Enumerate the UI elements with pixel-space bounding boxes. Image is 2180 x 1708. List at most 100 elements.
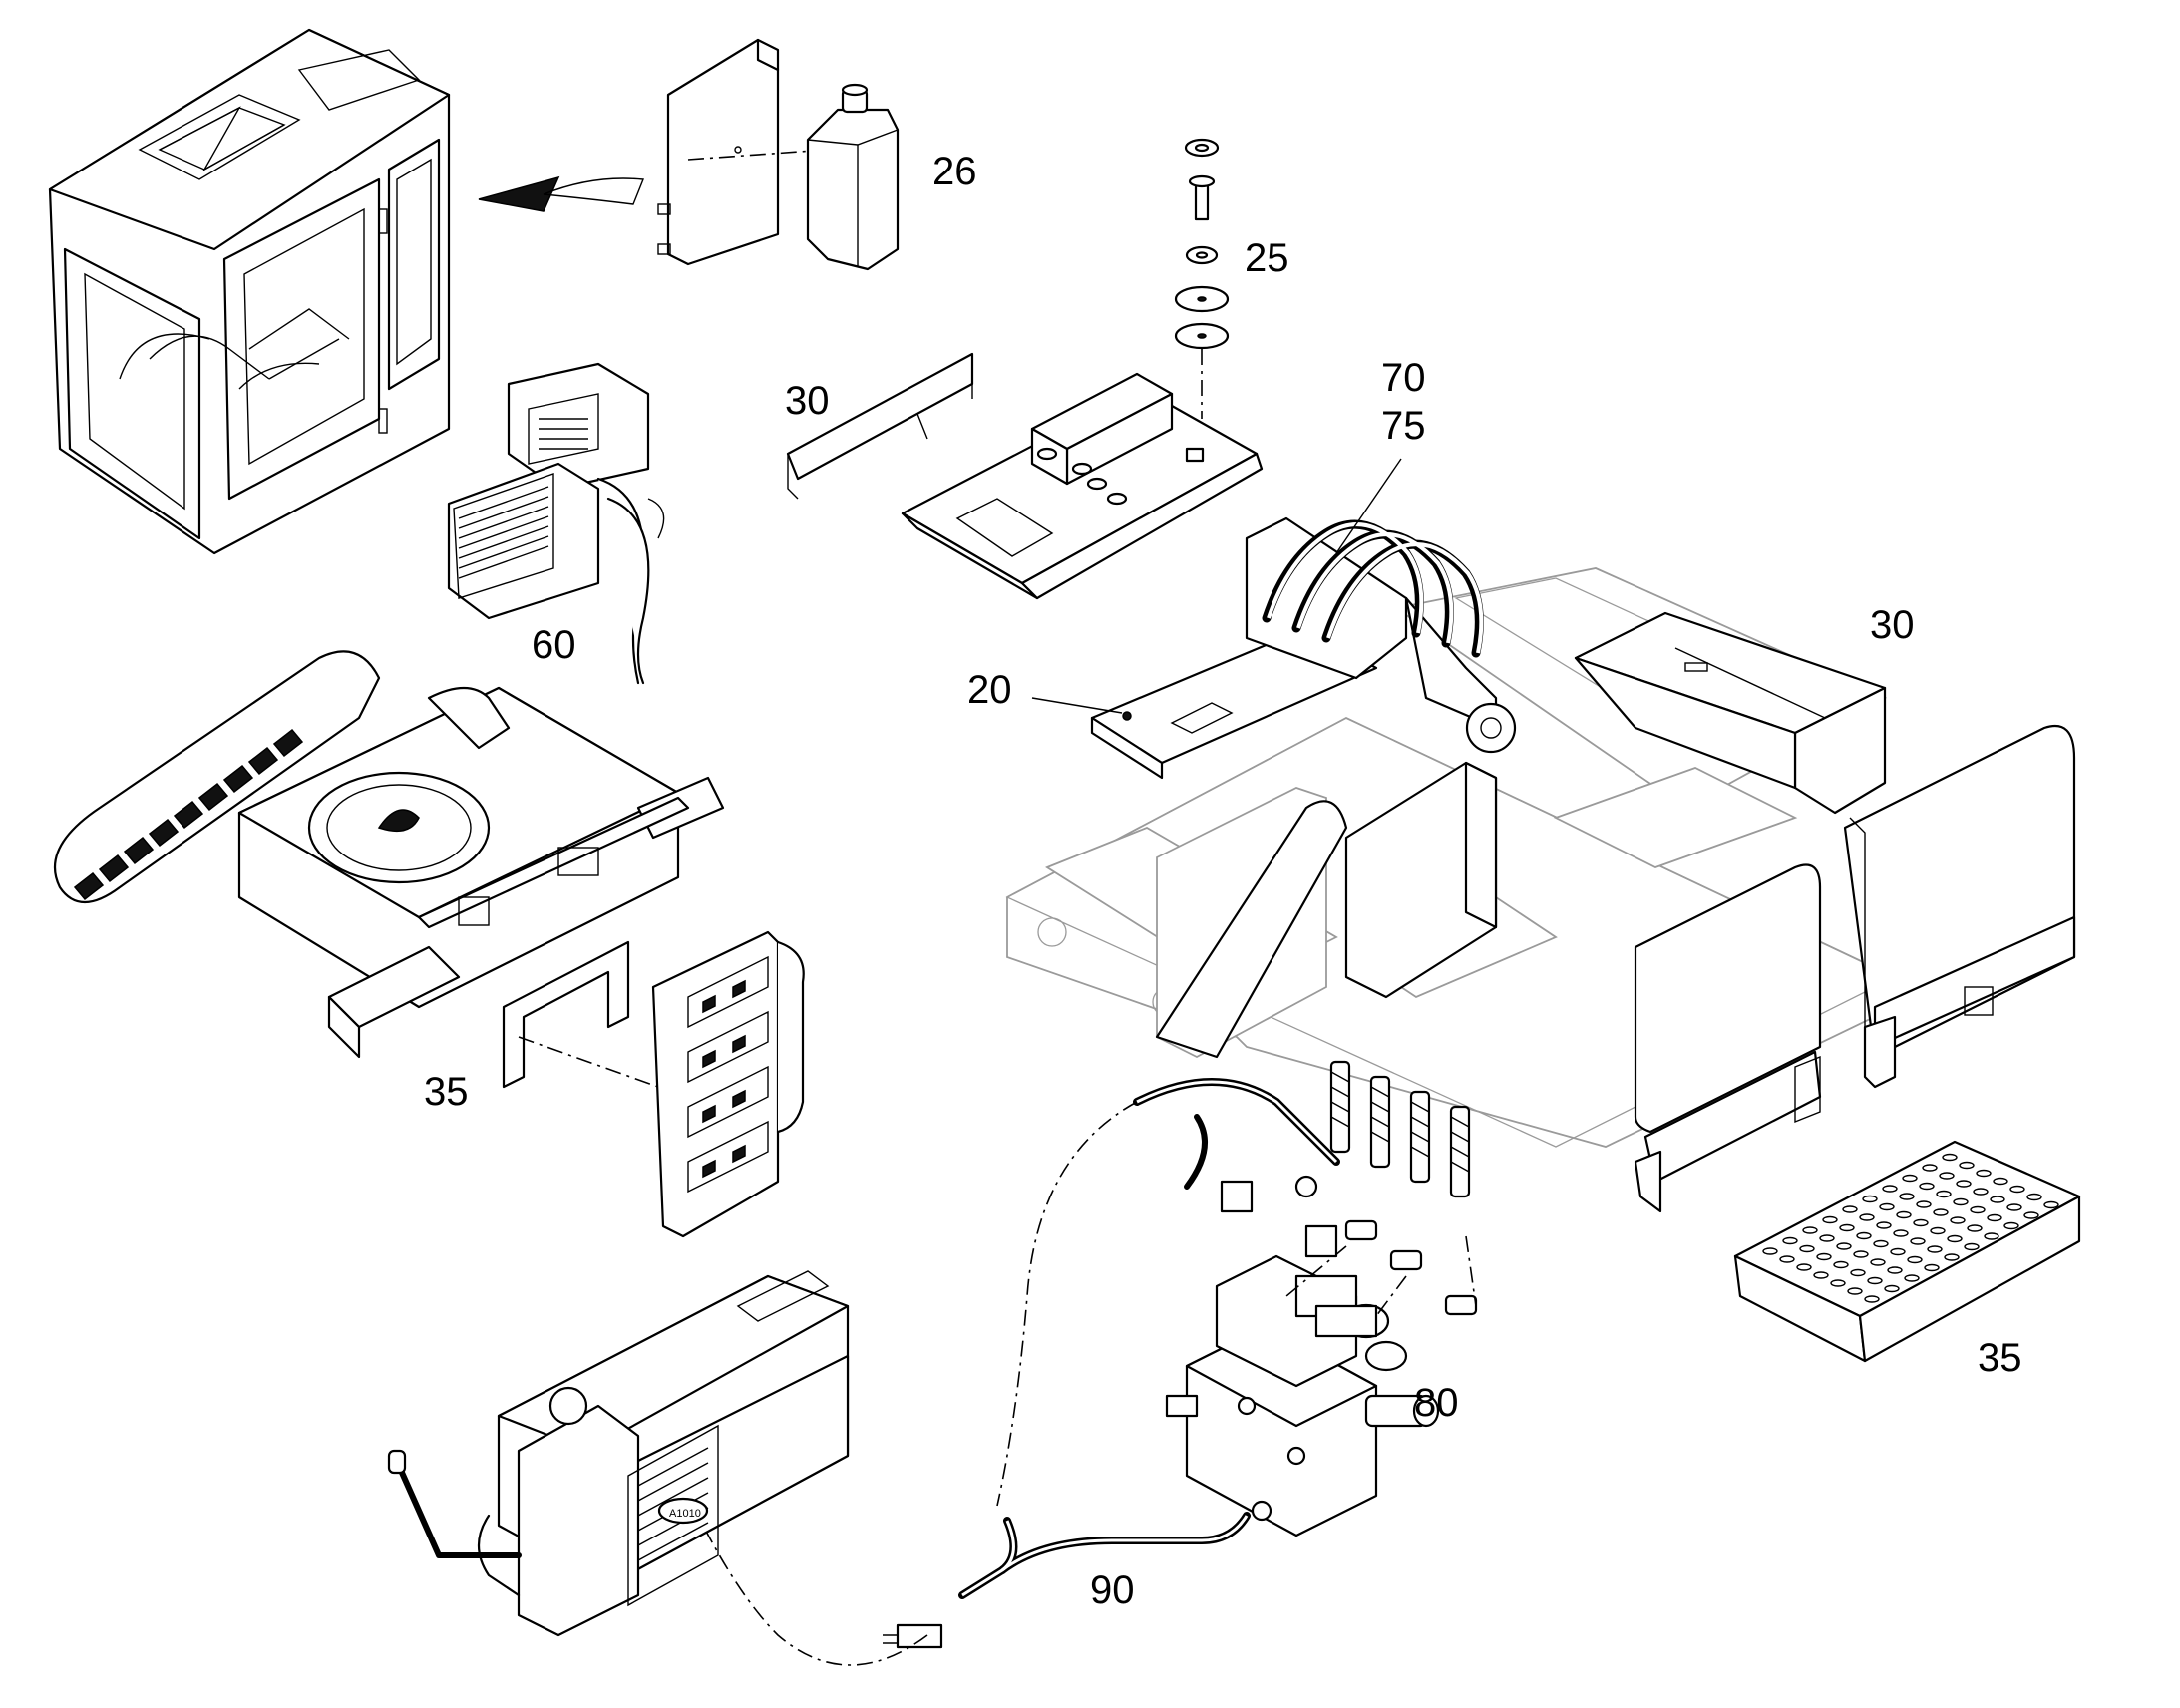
- grate-hole: [1973, 1188, 1989, 1196]
- grate-hole: [1836, 1242, 1852, 1250]
- grate-hole: [2023, 1211, 2039, 1219]
- grate-hole: [2003, 1221, 2019, 1230]
- grate-hole: [1987, 1213, 2002, 1222]
- callout-60: 60: [532, 623, 576, 667]
- grate-hole: [1893, 1229, 1909, 1237]
- fastener-stack-25: [1174, 138, 1230, 419]
- grate-hole: [1850, 1268, 1866, 1277]
- grate-hole: [1856, 1231, 1872, 1240]
- callout-26: 26: [932, 150, 977, 193]
- grate-hole: [1887, 1266, 1903, 1274]
- step-grating-35: [1733, 1140, 2081, 1363]
- grate-hole: [1899, 1193, 1915, 1200]
- reservoir-26: [806, 83, 900, 271]
- grate-hole: [1870, 1258, 1886, 1266]
- grate-hole: [1839, 1223, 1855, 1232]
- grate-hole: [1879, 1202, 1895, 1211]
- grate-hole: [1796, 1263, 1812, 1271]
- grate-hole: [1950, 1216, 1966, 1224]
- grate-hole: [1947, 1234, 1963, 1243]
- grate-hole: [1867, 1276, 1883, 1285]
- side-door-left: [1634, 863, 1822, 1213]
- grate-hole: [1884, 1284, 1900, 1293]
- side-door-right: [1843, 725, 2076, 1089]
- grate-hole: [1933, 1208, 1949, 1216]
- leader-20: [1031, 697, 1123, 714]
- grate-hole: [1830, 1279, 1846, 1287]
- grate-hole: [2043, 1200, 2059, 1209]
- valve-block-80: [1165, 1254, 1440, 1537]
- callout-20: 20: [967, 668, 1012, 712]
- grate-hole: [1876, 1221, 1892, 1229]
- grate-hole: [1984, 1232, 1999, 1240]
- grate-hole: [1936, 1190, 1952, 1198]
- grate-hole: [1819, 1234, 1835, 1242]
- grate-hole: [1864, 1295, 1880, 1303]
- callout-90: 90: [1090, 1568, 1135, 1612]
- grate-hole: [1990, 1196, 2005, 1203]
- grate-hole: [1959, 1161, 1975, 1170]
- wiring-harness: [996, 1078, 1340, 1507]
- grate-hole: [1813, 1271, 1829, 1279]
- bracket-26: [657, 38, 780, 266]
- grate-hole: [1896, 1210, 1912, 1219]
- leader-75: [1335, 458, 1402, 554]
- grate-hole: [1847, 1287, 1863, 1295]
- grate-hole: [1842, 1205, 1858, 1213]
- hydraulic-fittings: [1285, 1060, 1478, 1317]
- operator-cab: [48, 28, 451, 555]
- cable-90: [697, 1500, 1272, 1666]
- floor-panel: [901, 372, 1264, 600]
- grate-hole: [1882, 1185, 1898, 1193]
- grate-hole: [1939, 1172, 1955, 1180]
- grate-hole: [1902, 1174, 1918, 1183]
- grate-hole: [1922, 1164, 1938, 1172]
- heater-unit-60: [447, 362, 665, 685]
- grate-hole: [1976, 1169, 1992, 1178]
- grate-hole: [1993, 1177, 2008, 1186]
- callout-80: 80: [1414, 1381, 1459, 1425]
- mounting-arrow: [478, 175, 644, 212]
- grate-hole: [1782, 1236, 1798, 1245]
- grate-hole: [1964, 1242, 1980, 1251]
- grate-hole: [2006, 1203, 2022, 1211]
- grate-hole: [1970, 1205, 1986, 1214]
- grate-hole: [1762, 1247, 1778, 1255]
- grate-hole: [1919, 1182, 1935, 1191]
- grate-hole: [1916, 1200, 1932, 1208]
- grate-hole: [1802, 1226, 1818, 1234]
- callout-35-right: 35: [1978, 1336, 2022, 1380]
- grate-hole: [1956, 1180, 1972, 1188]
- grate-hole: [1822, 1215, 1838, 1224]
- grate-hole: [1779, 1255, 1795, 1263]
- grate-hole: [1907, 1255, 1923, 1264]
- grate-hole: [1859, 1213, 1875, 1221]
- ladder-35: [651, 930, 805, 1238]
- undercarriage: [53, 650, 725, 1059]
- callout-30-top: 30: [785, 379, 830, 423]
- callout-30-right: 30: [1870, 603, 1915, 647]
- callout-25: 25: [1245, 236, 1289, 280]
- grate-hole: [1853, 1250, 1869, 1258]
- grate-hole: [1967, 1224, 1983, 1232]
- grate-hole: [1927, 1245, 1943, 1253]
- grate-hole: [1910, 1237, 1926, 1245]
- grate-hole: [1924, 1263, 1940, 1272]
- control-box: A1010: [387, 1270, 850, 1637]
- hoses-70-75: [1262, 519, 1484, 658]
- floor-plate-30: [786, 352, 974, 500]
- grate-hole: [1944, 1253, 1960, 1261]
- grate-hole: [1816, 1252, 1832, 1261]
- grate-hole: [1953, 1197, 1969, 1206]
- grate-hole: [1890, 1247, 1906, 1256]
- grate-hole: [2026, 1193, 2042, 1201]
- connector-label: A1010: [669, 1508, 701, 1520]
- leader-30-right: [1674, 647, 1826, 719]
- grate-hole: [1904, 1274, 1920, 1282]
- grate-hole: [1913, 1218, 1929, 1227]
- grate-hole: [1942, 1153, 1958, 1162]
- grate-hole: [2009, 1185, 2025, 1194]
- callout-35-left: 35: [424, 1070, 469, 1114]
- step-bracket-35: [502, 940, 659, 1089]
